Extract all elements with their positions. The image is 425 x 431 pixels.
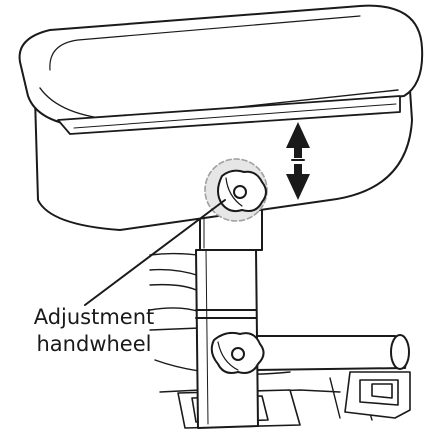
adjustment-handwheel <box>204 158 268 222</box>
lower-handwheel <box>210 331 265 374</box>
callout-line-1: Adjustment <box>33 305 155 329</box>
callout-line-2: handwheel <box>36 332 152 356</box>
lower-bracket <box>344 371 411 419</box>
up-down-arrow-icon <box>286 122 310 200</box>
crossbar <box>254 334 410 371</box>
callout-label: Adjustment handwheel <box>14 304 174 358</box>
armrest-pad <box>18 4 424 231</box>
callout-leader-line <box>84 199 226 306</box>
